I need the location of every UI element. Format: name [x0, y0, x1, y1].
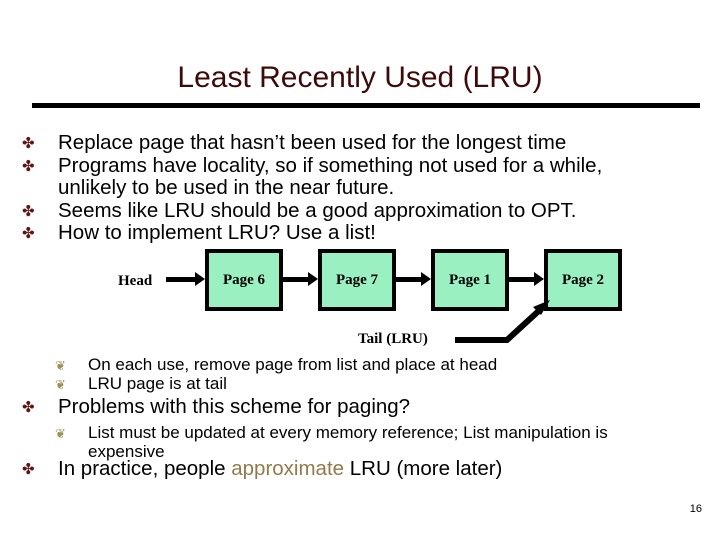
- gear-wheel-bullet-icon: ✤: [22, 158, 35, 175]
- bullet-item-6: ✤ In practice, people approximate LRU (m…: [22, 458, 702, 480]
- gear-wheel-bullet-icon: ✤: [22, 461, 35, 478]
- bullet-item-1: ✤ Replace page that hasn’t been used for…: [22, 132, 694, 154]
- sub-bullet-item-2-label: LRU page is at tail: [88, 374, 227, 393]
- leaf-bullet-icon: ❦: [55, 426, 66, 441]
- sub-bullet-item-1: ❦ On each use, remove page from list and…: [55, 355, 695, 374]
- bullet-item-6-text-after: LRU (more later): [344, 457, 503, 480]
- arrow-tail-to-page2: [455, 300, 550, 343]
- arrow-page1-to-page2-tip: [534, 272, 544, 286]
- sub-bullet-item-1-label: On each use, remove page from list and p…: [88, 355, 498, 374]
- page-node-3[interactable]: Page 1: [431, 249, 509, 311]
- arrow-page7-to-page1-tip: [421, 272, 431, 286]
- bullet-item-6-text-before: In practice, people: [58, 457, 232, 480]
- bullet-item-6-accent-word: approximate: [231, 457, 345, 480]
- arrow-page7-to-page1: [396, 277, 423, 282]
- sub-bullet-item-3: ❦ List must be updated at every memory r…: [55, 423, 630, 461]
- bullet-item-4-label: How to implement LRU? Use a list!: [58, 221, 376, 244]
- bullet-item-2: ✤ Programs have locality, so if somethin…: [22, 155, 667, 199]
- head-label: Head: [118, 273, 153, 289]
- page-node-3-label: Page 1: [448, 271, 492, 288]
- arrow-head-to-page6-tip: [195, 272, 205, 286]
- bullet-item-4: ✤ How to implement LRU? Use a list!: [22, 222, 702, 244]
- sub-bullet-item-3-label: List must be updated at every memory ref…: [88, 423, 613, 461]
- bullet-item-2-label: Programs have locality, so if something …: [58, 154, 608, 199]
- page-node-1[interactable]: Page 6: [205, 249, 283, 311]
- bullet-item-1-label: Replace page that hasn’t been used for t…: [58, 131, 567, 154]
- arrow-page6-to-page7: [283, 277, 310, 282]
- arrow-page6-to-page7-tip: [308, 272, 318, 286]
- title-divider: [32, 103, 700, 108]
- bullet-item-3: ✤ Seems like LRU should be a good approx…: [22, 200, 702, 222]
- sub-bullet-item-2: ❦ LRU page is at tail: [55, 374, 695, 393]
- gear-wheel-bullet-icon: ✤: [22, 203, 35, 220]
- page-node-4[interactable]: Page 2: [544, 249, 622, 311]
- page-node-1-label: Page 6: [222, 271, 266, 288]
- gear-wheel-bullet-icon: ✤: [22, 135, 35, 152]
- bullet-item-3-label: Seems like LRU should be a good approxim…: [58, 199, 577, 222]
- page-title: Least Recently Used (LRU): [177, 61, 543, 94]
- bullet-item-6-label: In practice, people approximate LRU (mor…: [58, 458, 702, 480]
- leaf-bullet-icon: ❦: [55, 358, 66, 373]
- slide-page-number: 16: [689, 503, 702, 515]
- page-node-4-label: Page 2: [561, 271, 605, 288]
- page-node-2-label: Page 7: [335, 271, 379, 288]
- gear-wheel-bullet-icon: ✤: [22, 225, 35, 242]
- bullet-item-5-label: Problems with this scheme for paging?: [58, 395, 411, 418]
- gear-wheel-bullet-icon: ✤: [22, 399, 35, 416]
- leaf-bullet-icon: ❦: [55, 377, 66, 392]
- arrow-page1-to-page2: [509, 277, 536, 282]
- bullet-item-5: ✤ Problems with this scheme for paging?: [22, 396, 702, 418]
- arrow-head-to-page6: [166, 277, 196, 282]
- page-node-2[interactable]: Page 7: [318, 249, 396, 311]
- tail-label: Tail (LRU): [358, 331, 428, 347]
